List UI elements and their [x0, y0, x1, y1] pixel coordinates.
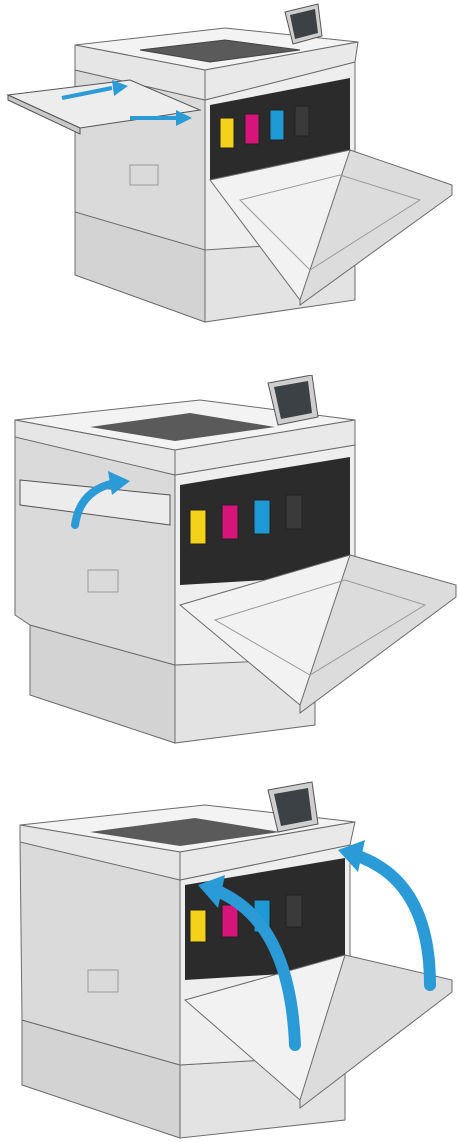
toner-yellow	[190, 910, 206, 942]
toner-black	[286, 895, 302, 927]
toner-yellow	[190, 510, 206, 544]
printer-rotate-unit-drawing	[0, 375, 458, 750]
step-2-illustration	[0, 375, 458, 750]
toner-cyan	[270, 110, 284, 140]
toner-black	[295, 106, 309, 136]
toner-magenta	[222, 905, 238, 937]
toner-magenta	[245, 114, 259, 144]
step-1-illustration	[0, 0, 458, 330]
printer-insert-unit-drawing	[0, 0, 458, 330]
step-3-illustration	[0, 780, 458, 1142]
toner-cyan	[254, 500, 270, 534]
printer-close-door-drawing	[0, 780, 458, 1142]
toner-magenta	[222, 505, 238, 539]
toner-black	[286, 495, 302, 529]
toner-yellow	[220, 118, 234, 148]
